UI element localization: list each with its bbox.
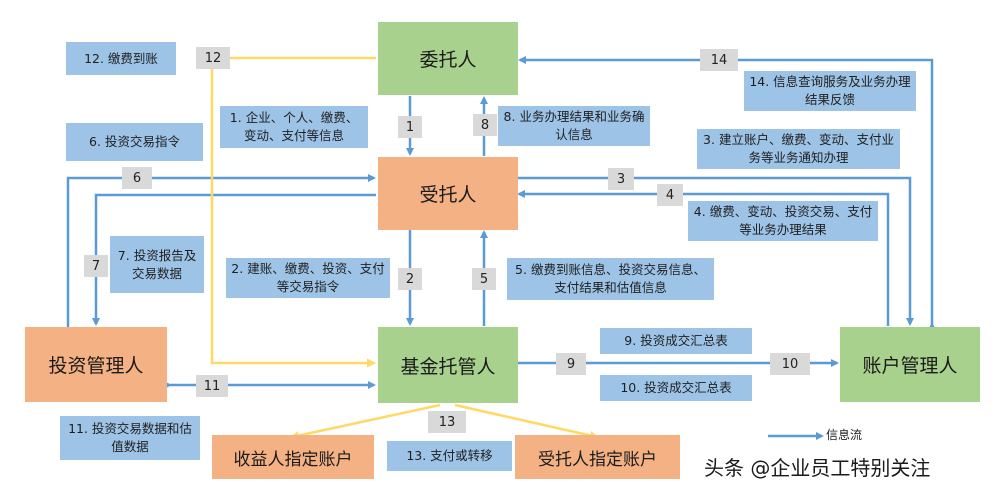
note-6: 6. 投资交易指令	[66, 123, 203, 161]
node-tuoguanren: 基金托管人	[378, 327, 518, 403]
note-7: 7. 投资报告及交易数据	[110, 236, 204, 293]
node-shoutuoren-account: 受托人指定账户	[515, 435, 680, 479]
note-9: 9. 投资成交汇总表	[600, 328, 752, 354]
note-8: 8. 业务办理结果和业务确认信息	[498, 106, 650, 146]
note-3: 3. 建立账户、缴费、变动、支付业务等业务通知办理	[697, 129, 900, 169]
note-5: 5. 缴费到账信息、投资交易信息、支付结果和估值信息	[507, 258, 714, 300]
note-4: 4. 缴费、变动、投资交易、支付等业务办理结果	[688, 201, 878, 241]
node-zhanghuguanliren: 账户管理人	[840, 327, 980, 402]
legend-info-flow-label: 信息流	[826, 428, 863, 442]
note-1: 1. 企业、个人、缴费、变动、支付等信息	[220, 106, 368, 148]
watermark: 头条 @企业员工特别关注	[704, 456, 931, 480]
note-12: 12. 缴费到账	[66, 42, 176, 75]
node-touziguanliren: 投资管理人	[25, 327, 167, 402]
badge-9: 9	[556, 353, 586, 375]
badge-13: 13	[428, 411, 466, 433]
badge-8: 8	[473, 114, 497, 136]
note-2: 2. 建账、缴费、投资、支付等交易指令	[226, 258, 390, 298]
badge-14: 14	[700, 49, 738, 71]
node-shoutuoren: 受托人	[378, 157, 518, 230]
arrow-13b	[454, 403, 599, 440]
badge-10: 10	[770, 353, 810, 375]
arrow-6	[66, 174, 376, 328]
note-11: 11. 投资交易数据和估值数据	[60, 416, 200, 460]
arrow-13a	[290, 403, 441, 440]
arrow-7	[92, 193, 376, 326]
badge-11: 11	[196, 375, 228, 397]
note-13: 13. 支付或转移	[387, 441, 512, 471]
arrow-3	[517, 176, 914, 326]
node-shouyiren-account: 收益人指定账户	[212, 435, 374, 479]
note-14: 14. 信息查询服务及业务办理结果反馈	[744, 71, 916, 111]
node-weituoren: 委托人	[378, 22, 518, 95]
note-10: 10. 投资成交汇总表	[600, 375, 752, 401]
badge-4: 4	[657, 184, 683, 206]
badge-7: 7	[84, 255, 108, 277]
arrow-12	[210, 56, 376, 368]
arrow-14	[518, 56, 936, 330]
badge-2: 2	[398, 268, 422, 290]
badge-1: 1	[398, 116, 422, 138]
badge-3: 3	[608, 168, 634, 190]
badge-6: 6	[122, 167, 152, 189]
badge-12: 12	[196, 47, 230, 69]
badge-5: 5	[472, 268, 496, 290]
